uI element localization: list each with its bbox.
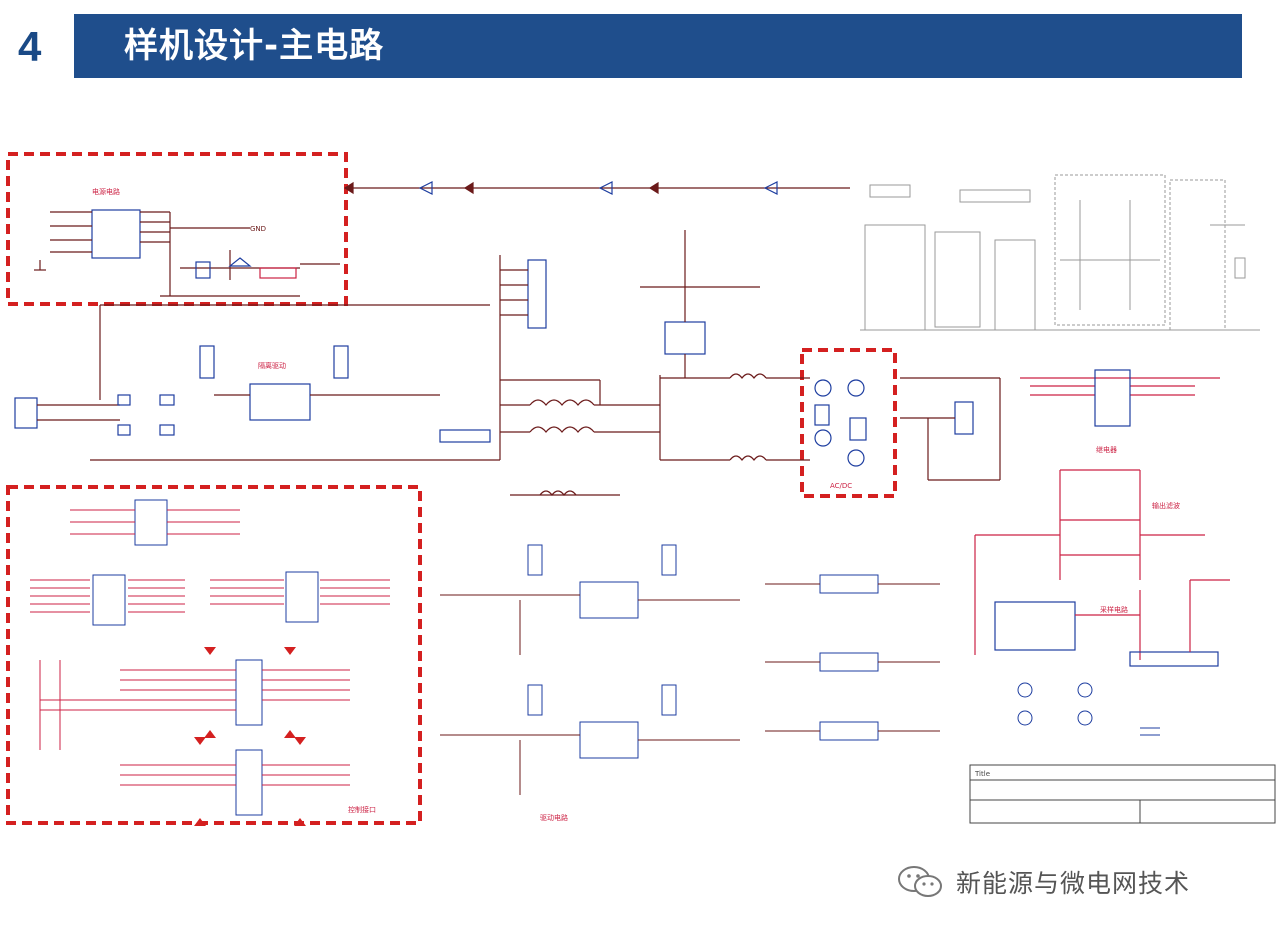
wechat-icon [898,866,942,897]
power-block [34,209,340,297]
highlight-box-power [6,152,348,306]
top-chain [343,181,850,195]
label-title-block: Title [974,770,990,778]
label-acdc: AC/DC [830,482,852,490]
highlight-box-acdc [800,348,897,498]
main-power-path [14,230,1001,496]
label-gnd-1: GND [250,225,266,233]
schematic-diagram: 电源电路 GND [6,152,1276,826]
watermark: 新能源与微电网技术 [896,860,1190,904]
label-relay: 继电器 [1096,445,1117,454]
drive-circuits [440,544,940,795]
watermark-text: 新能源与微电网技术 [956,869,1191,898]
title-block [969,764,1276,824]
control-block [39,499,319,816]
label-output-filter: 输出滤波 [1152,501,1180,510]
label-control: 控制接口 [348,805,376,814]
highlight-box-control [6,485,422,825]
right-section [974,369,1230,667]
slide-number: 4 [18,23,42,70]
title-bar: 样机设计-主电路 [74,14,1242,78]
relay-coils [1017,682,1160,736]
label-drive-bottom: 驱动电路 [540,813,568,822]
acdc-content [814,379,867,467]
inverter-sketch [860,174,1260,331]
label-power-block: 电源电路 [92,187,120,196]
label-sense: 采样电路 [1100,605,1128,614]
label-isolation: 隔离驱动 [258,361,286,370]
control-bus-lines [30,579,390,786]
control-arrows [194,647,306,826]
slide-title: 样机设计-主电路 [124,26,385,66]
